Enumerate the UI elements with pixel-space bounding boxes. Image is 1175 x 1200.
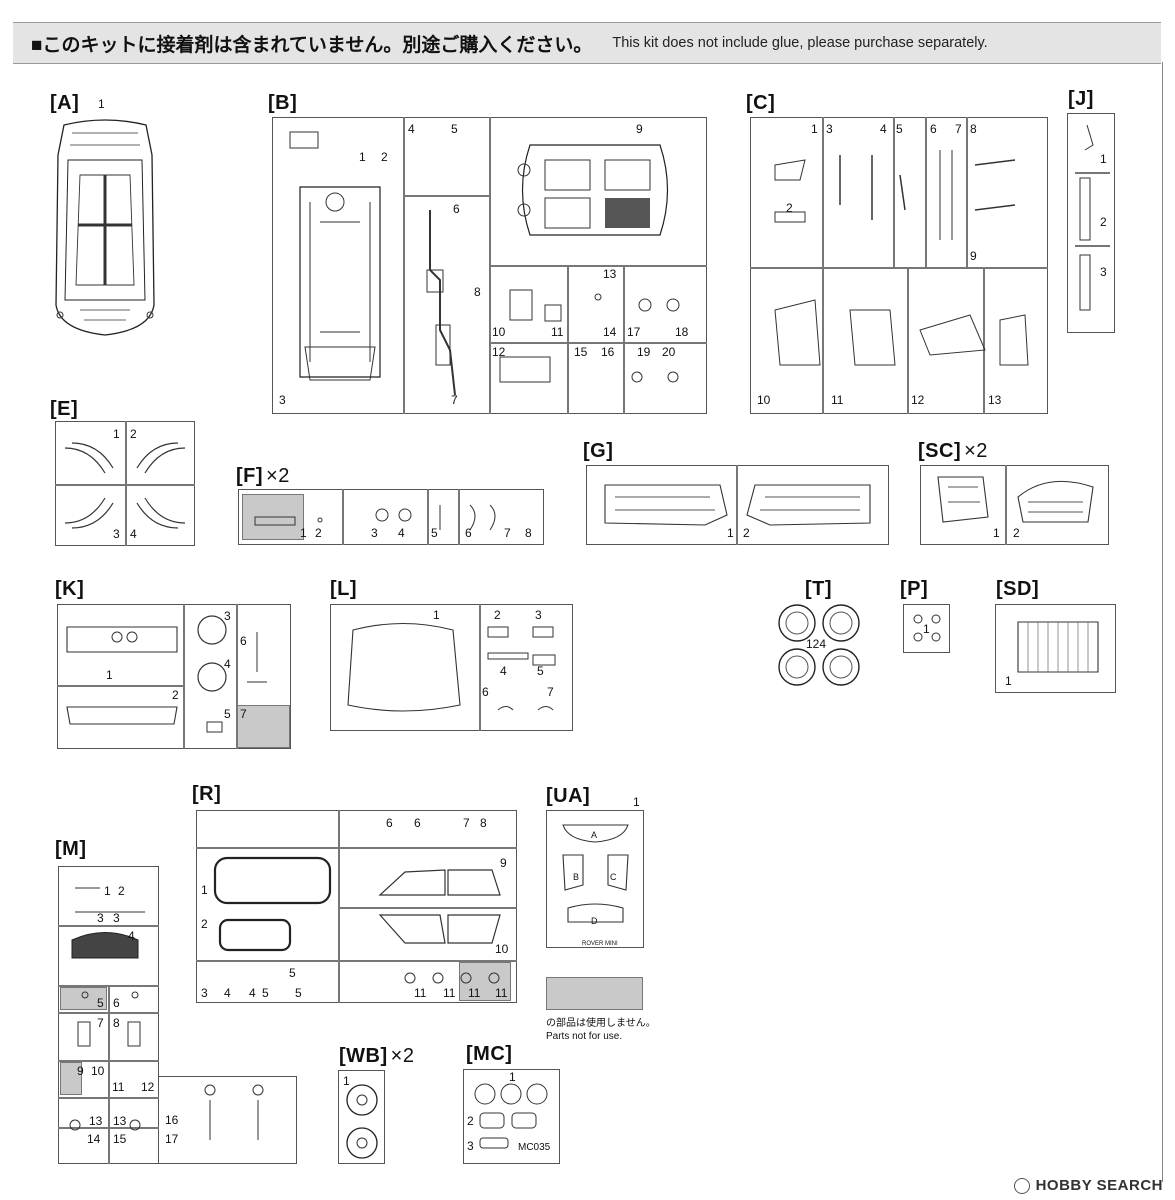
sprue-f-frame	[238, 489, 544, 545]
sprue-m-parts	[60, 870, 295, 1160]
engine-bay-drawing	[510, 140, 680, 240]
glue-notice-banner: ■このキットに接着剤は含まれていません。別途ご購入ください。 This kit …	[13, 22, 1161, 64]
clear-lenses-drawing	[553, 820, 638, 930]
windows-drawing	[200, 850, 515, 1000]
seats-drawing	[928, 472, 1103, 537]
door-panels-drawing	[595, 475, 880, 535]
label-sprue-wb: [WB]×2	[339, 1045, 415, 1067]
unused-part-m9	[60, 1062, 82, 1095]
sprue-k-frame	[57, 604, 291, 749]
sprue-mc-frame	[463, 1069, 560, 1164]
sprue-l-frame	[330, 604, 573, 731]
unused-part-m5	[60, 987, 107, 1010]
label-sprue-e: [E]	[50, 398, 79, 420]
sprue-c-frame	[750, 117, 1048, 414]
body-shell-drawing	[50, 115, 160, 340]
label-sprue-c: [C]	[746, 92, 776, 114]
page-border	[1162, 62, 1163, 1182]
label-sprue-k: [K]	[55, 578, 85, 600]
sprue-j-frame	[1067, 113, 1115, 333]
rear-seat-drawing	[1008, 612, 1108, 684]
unused-part-k7	[237, 705, 290, 748]
label-sprue-t: [T]	[805, 578, 833, 600]
unused-part-r11	[459, 962, 511, 1001]
sprue-wb-frame	[338, 1070, 385, 1164]
sprue-sc-frame	[920, 465, 1109, 545]
glue-notice-jp: ■このキットに接着剤は含まれていません。別途ご購入ください。	[31, 34, 593, 56]
exhaust-drawing	[420, 210, 480, 400]
label-sprue-m: [M]	[55, 838, 87, 860]
label-sprue-mc: [MC]	[466, 1043, 513, 1065]
label-sprue-a: [A]	[50, 92, 80, 114]
hobby-search-watermark: HOBBY SEARCH	[1013, 1177, 1163, 1194]
sprue-b-small-parts	[495, 285, 705, 405]
unused-note: の部品は使用しません。 Parts not for use.	[546, 1018, 656, 1042]
label-sprue-l: [L]	[330, 578, 358, 600]
tyres-drawing	[775, 603, 865, 688]
sprue-p-frame	[903, 604, 950, 653]
sprue-f-parts	[250, 495, 540, 540]
sprue-sd-frame	[995, 604, 1116, 693]
unused-swatch	[546, 977, 643, 1010]
dashboard-drawing	[62, 612, 287, 742]
sprue-j-parts	[1075, 120, 1110, 320]
sprue-r-frame	[196, 810, 517, 1003]
sprue-ua-frame	[546, 810, 644, 948]
label-sprue-sd: [SD]	[996, 578, 1040, 600]
label-sprue-ua: [UA]	[546, 785, 591, 807]
glass-parts-drawing	[338, 615, 568, 725]
label-sprue-p: [P]	[900, 578, 929, 600]
label-sprue-f: [F]×2	[236, 465, 290, 487]
wheels-drawing	[343, 1083, 381, 1163]
metal-caps-drawing	[470, 1080, 558, 1160]
label-sprue-r: [R]	[192, 783, 222, 805]
part-a-1: 1	[98, 97, 105, 111]
label-sprue-j: [J]	[1068, 88, 1094, 110]
chassis-floor-drawing	[290, 132, 390, 382]
poly-caps-drawing	[908, 609, 946, 647]
wheel-arch-drawing	[60, 428, 192, 540]
label-sprue-sc: [SC]×2	[918, 440, 988, 462]
glue-notice-en: This kit does not include glue, please p…	[612, 35, 988, 51]
suspension-drawing	[760, 150, 1040, 400]
label-sprue-b: [B]	[268, 92, 298, 114]
hobby-search-logo-icon	[1013, 1177, 1030, 1194]
label-sprue-g: [G]	[583, 440, 614, 462]
sprue-m-frame-ext	[158, 1076, 297, 1164]
